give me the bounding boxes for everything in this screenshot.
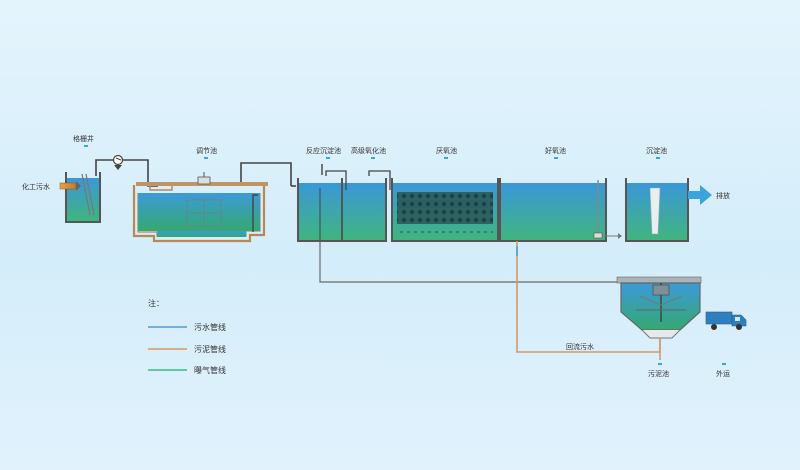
inlet-pipe — [59, 181, 81, 191]
label-sludge-tank: 污泥池 — [648, 369, 669, 378]
truck-icon — [705, 311, 747, 330]
marker-ticks — [84, 145, 726, 365]
transfer-pipe-1 — [240, 162, 296, 187]
label-aerobic-tank: 好氧池 — [545, 146, 566, 155]
legend-label-aeration: 曝气管线 — [194, 365, 226, 375]
legend-title: 注： — [148, 298, 164, 308]
screen-well — [65, 172, 101, 223]
screen-bar — [81, 173, 91, 216]
label-equalization-tank: 调节池 — [196, 146, 217, 155]
advanced-oxidation-tank — [325, 170, 391, 242]
legend-label-sludge: 污泥管线 — [194, 344, 226, 354]
label-advanced-oxidation: 高级氧化池 — [351, 146, 386, 155]
filler-media — [397, 192, 493, 224]
pump-icon — [112, 154, 124, 166]
legend: 注： 污水管线 污泥管线 曝气管线 — [148, 298, 226, 375]
legend-label-sewage: 污水管线 — [194, 322, 226, 332]
label-inlet: 化工污水 — [22, 182, 50, 191]
label-haul-away: 外运 — [716, 369, 730, 378]
sludge-tank — [616, 276, 702, 360]
label-post-reaction-settling: 反应沉淀池 — [306, 146, 341, 155]
settling-tank — [625, 178, 689, 242]
label-return-sludge: 回流污水 — [566, 342, 594, 351]
label-settling-tank: 沉淀池 — [646, 146, 667, 155]
anaerobic-tank — [391, 178, 499, 242]
pump-pipe — [95, 154, 158, 187]
label-screen-well: 格栅井 — [73, 134, 94, 143]
mixer-motor-icon — [197, 176, 211, 185]
reaction-settling-tank — [297, 164, 343, 242]
equalization-tank — [132, 172, 268, 243]
sludge-pipe-gray — [319, 241, 617, 283]
label-anaerobic-tank: 厌氧池 — [436, 146, 457, 155]
discharge-arrow — [688, 185, 712, 205]
aerobic-tank — [499, 178, 622, 242]
label-discharge: 排放 — [716, 191, 730, 200]
